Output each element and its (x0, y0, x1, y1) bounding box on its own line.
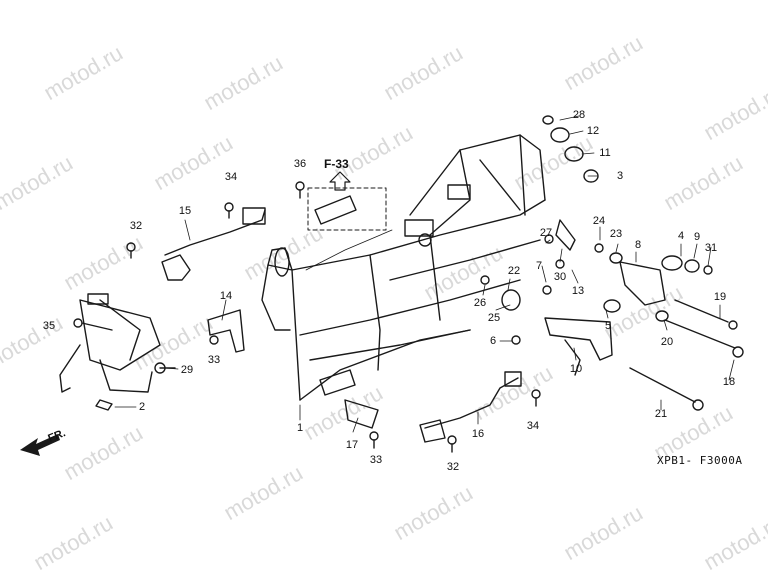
callout-number: 35 (42, 320, 56, 332)
callout-number: 17 (345, 439, 359, 451)
callout-number: 28 (572, 109, 586, 121)
callout-number: 16 (471, 428, 485, 440)
callout-number: 34 (224, 171, 238, 183)
callout-number: 19 (713, 291, 727, 303)
callout-number: 3 (616, 170, 624, 182)
callout-number: 33 (207, 354, 221, 366)
callout-number: 25 (487, 312, 501, 324)
callout-number: 30 (553, 271, 567, 283)
callout-number: 27 (539, 227, 553, 239)
callout-number: 8 (634, 239, 642, 251)
callout-number: 26 (473, 297, 487, 309)
callout-number: 21 (654, 408, 668, 420)
main-frame (261, 134, 546, 401)
callout-number: 22 (507, 265, 521, 277)
callout-number: 12 (586, 125, 600, 137)
diagram-code: XPB1- F3000A (657, 454, 743, 467)
callout-number: 7 (535, 260, 543, 272)
ref-box (305, 171, 393, 271)
callout-number: 34 (526, 420, 540, 432)
callout-number: 33 (369, 454, 383, 466)
callout-number: 11 (599, 147, 611, 159)
bracket-14 (207, 309, 245, 353)
step-bar-16 (419, 371, 541, 453)
callout-number: 5 (604, 320, 612, 332)
callout-number: 2 (138, 401, 146, 413)
callout-number: 4 (677, 230, 685, 242)
right-assemblies (295, 115, 744, 411)
leader-lines (114, 115, 735, 433)
callout-number: 36 (293, 158, 307, 170)
callout-number: 24 (592, 215, 606, 227)
callout-number: 14 (219, 290, 233, 302)
callout-number: 6 (489, 335, 497, 347)
callout-number: 32 (446, 461, 460, 473)
callout-number: 23 (609, 228, 623, 240)
section-ref-label: F-33 (324, 157, 349, 171)
callout-number: 10 (569, 363, 583, 375)
callout-number: 20 (660, 336, 674, 348)
callout-number: 1 (296, 422, 304, 434)
left-assemblies (59, 202, 266, 411)
callout-number: 29 (180, 364, 194, 376)
callout-number: 18 (722, 376, 736, 388)
callout-number: 32 (129, 220, 143, 232)
callout-number: 9 (693, 231, 701, 243)
callout-number: 13 (571, 285, 585, 297)
callout-number: 31 (704, 242, 718, 254)
front-arrow-icon (20, 434, 60, 456)
bracket-17 (344, 399, 379, 449)
callout-number: 15 (178, 205, 192, 217)
